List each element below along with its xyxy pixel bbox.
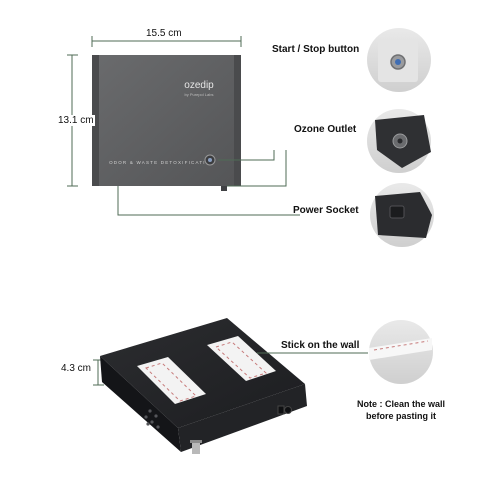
back-view [93, 318, 368, 454]
side-socket-icon [277, 405, 285, 415]
device-side-edge-right [234, 55, 241, 186]
height-label: 13.1 cm [57, 115, 95, 126]
power-socket-label: Power Socket [293, 205, 359, 216]
outlet-fitting [190, 440, 202, 454]
power-socket-leader [117, 186, 300, 216]
device-side-face-left [100, 356, 181, 452]
device-side-face-right [178, 384, 307, 452]
front-view: ozedip by Purepol Labs ODOR & WASTE DETO… [67, 36, 300, 216]
device-back-face [100, 318, 305, 428]
start-stop-detail [367, 28, 431, 92]
wall-note: Note : Clean the wall before pasting it [350, 398, 452, 422]
adhesive-tape-right [207, 336, 276, 381]
adhesive-tape-left [137, 357, 206, 404]
power-socket-detail [370, 183, 434, 247]
brand-subtitle: by Purepol Labs [185, 92, 214, 97]
stick-wall-detail [369, 320, 433, 384]
device-front-panel [92, 55, 241, 186]
start-stop-leader [218, 150, 275, 161]
ozone-outlet-leader [227, 150, 287, 187]
ozone-outlet-nub [221, 186, 227, 191]
device-side-edge [92, 55, 99, 186]
side-button-icon [284, 406, 292, 414]
start-stop-label: Start / Stop button [272, 44, 360, 55]
ozone-outlet-label: Ozone Outlet [294, 124, 357, 135]
width-label: 15.5 cm [146, 28, 182, 39]
vent-holes [144, 409, 160, 429]
wall-note-line2: before pasting it [365, 411, 436, 421]
stick-wall-label: Stick on the wall [281, 340, 360, 351]
depth-label: 4.3 cm [60, 363, 93, 374]
brand-logo: ozedip [184, 80, 214, 91]
front-panel-text: ODOR & WASTE DETOXIFICATION [109, 160, 215, 165]
start-stop-led [208, 158, 212, 162]
ozone-outlet-detail [367, 109, 431, 173]
wall-note-line1: Note : Clean the wall [356, 399, 445, 409]
